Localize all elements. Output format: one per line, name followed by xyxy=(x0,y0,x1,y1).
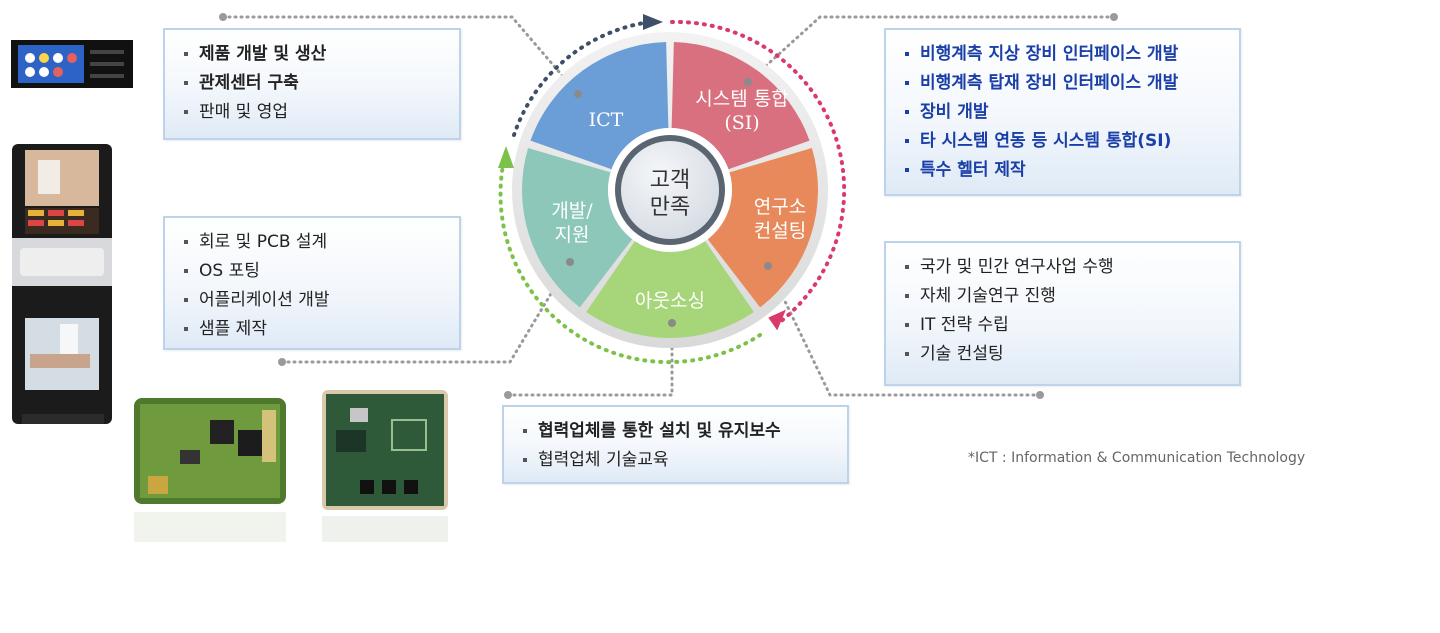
arrow-head-left xyxy=(498,146,514,168)
center-circle xyxy=(615,135,725,245)
ict-list-item: 제품 개발 및 생산 xyxy=(177,40,447,69)
connector-research xyxy=(766,264,1042,397)
research-list-item: 국가 및 민간 연구사업 수행 xyxy=(898,253,1227,282)
si-list-item: 장비 개발 xyxy=(898,98,1227,127)
leader-dot-outsourcing xyxy=(668,319,676,327)
center-label-line2: 만족 xyxy=(650,195,690,220)
pcb-board-1-image xyxy=(134,398,286,542)
research-list-item: 자체 기술연구 진행 xyxy=(898,282,1227,311)
device-panel-image xyxy=(11,40,133,88)
segment-si xyxy=(671,42,810,170)
segment-ict xyxy=(530,42,669,170)
pcb-board-2-image xyxy=(322,390,448,542)
leader-dot-ict xyxy=(574,90,582,98)
development-list-item: OS 포팅 xyxy=(177,257,447,286)
development-list-item: 회로 및 PCB 설계 xyxy=(177,228,447,257)
connector-dot xyxy=(1110,13,1118,21)
si-list-item: 특수 헬터 제작 xyxy=(898,156,1227,185)
segment-label-si: (SI) xyxy=(724,112,759,134)
connector-development xyxy=(280,260,572,364)
development-list-item: 어플리케이션 개발 xyxy=(177,286,447,315)
segment-development xyxy=(521,147,633,308)
segment-label-ict: ICT xyxy=(589,109,624,131)
si-list-item: 타 시스템 연동 등 시스템 통합(SI) xyxy=(898,127,1227,156)
leader-dot-si xyxy=(744,78,752,86)
si-list-item: 비행계측 탑재 장비 인터페이스 개발 xyxy=(898,69,1227,98)
leader-dot-development xyxy=(566,258,574,266)
leader-dot-research xyxy=(764,262,772,270)
ict-list-item: 관제센터 구축 xyxy=(177,69,447,98)
segment-label-development: 개발/ xyxy=(551,200,593,222)
research-list-item: IT 전략 수립 xyxy=(898,311,1227,340)
cycle-arc-right xyxy=(670,19,847,324)
cycle-arc-top xyxy=(512,20,652,137)
segment-research xyxy=(707,147,818,308)
segment-label-outsourcing: 아웃소싱 xyxy=(635,290,705,312)
medical-kiosk-image xyxy=(12,144,112,424)
footnote: *ICT : Information & Communication Techn… xyxy=(968,450,1306,466)
segment-label-research: 연구소 xyxy=(754,196,806,218)
connector-dot xyxy=(278,358,286,366)
ict-list-item: 판매 및 영업 xyxy=(177,98,447,127)
segment-label-research: 컨설팅 xyxy=(754,220,806,242)
connector-dot xyxy=(219,13,227,21)
connector-si xyxy=(746,15,1116,84)
arrow-head-right xyxy=(768,309,786,331)
connector-dot xyxy=(504,391,512,399)
si-list-item: 비행계측 지상 장비 인터페이스 개발 xyxy=(898,40,1227,69)
arrow-head-top xyxy=(643,14,663,30)
segment-label-si: 시스템 통합 xyxy=(695,88,788,110)
cycle-arc-bottom xyxy=(498,158,762,365)
connector-dot xyxy=(1036,391,1044,399)
segment-label-development: 지원 xyxy=(555,224,590,246)
connector-ict xyxy=(221,15,580,96)
research-list-item: 기술 컨설팅 xyxy=(898,340,1227,369)
development-list-item: 샘플 제작 xyxy=(177,315,447,344)
center-label-line1: 고객 xyxy=(650,168,690,193)
segment-outsourcing xyxy=(586,241,754,338)
outsourcing-list-item: 협력업체를 통한 설치 및 유지보수 xyxy=(516,417,835,446)
outsourcing-list-item: 협력업체 기술교육 xyxy=(516,446,835,475)
